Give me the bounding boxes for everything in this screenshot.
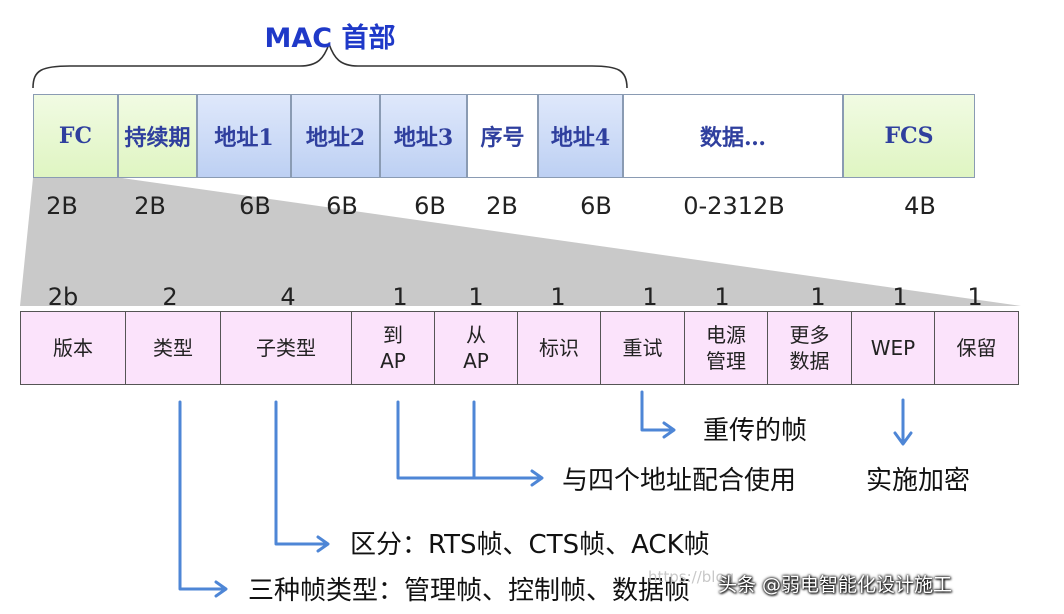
arrowhead-wep: [893, 431, 913, 446]
fc-field-8: 电源管理: [684, 311, 768, 385]
fc-field-size-3: 4: [280, 283, 296, 311]
mac-field-size-3: 6B: [239, 192, 271, 220]
arrow-line-subtype: [274, 400, 328, 546]
watermark: 头条 @弱电智能化设计施工: [718, 574, 953, 596]
mac-field-6: 序号: [467, 94, 538, 178]
mac-field-size-1: 2B: [46, 192, 78, 220]
note-wep: 实施加密: [866, 466, 971, 496]
fc-field-label: 标识: [539, 335, 579, 361]
fc-field-size-7: 1: [642, 283, 658, 311]
fc-field-label-line: 电源: [706, 323, 746, 347]
arrow-line-to-ap: [396, 400, 542, 480]
mac-field-size-5: 6B: [414, 192, 446, 220]
fc-field-size-8: 1: [714, 283, 730, 311]
fc-field-size-5: 1: [468, 283, 484, 311]
fc-field-size-10: 1: [892, 283, 908, 311]
fc-field-label: 类型: [153, 335, 193, 361]
fc-field-11: 保留: [934, 311, 1019, 385]
fc-field-size-9: 1: [810, 283, 826, 311]
mac-header-title: MAC 首部: [264, 23, 396, 54]
fc-field-size-4: 1: [392, 283, 408, 311]
arrowhead-subtype: [316, 535, 330, 553]
arrowhead-retry: [662, 421, 676, 439]
fc-field-label-line: 管理: [706, 349, 746, 373]
fc-field-10: WEP: [851, 311, 935, 385]
fc-field-label-line: 到: [383, 323, 403, 347]
fc-field-size-11: 1: [967, 283, 983, 311]
fc-field-7: 重试: [600, 311, 685, 385]
fc-field-3: 子类型: [220, 311, 352, 385]
fc-field-label: 更多数据: [790, 322, 830, 374]
mac-field-3: 地址1: [197, 94, 291, 178]
fc-field-size-1: 2b: [47, 283, 79, 311]
mac-field-7: 地址4: [538, 94, 623, 178]
fc-field-label-line: 保留: [956, 336, 997, 360]
mac-field-size-7: 6B: [580, 192, 612, 220]
fc-field-1: 版本: [20, 311, 126, 385]
fc-field-6: 标识: [517, 311, 601, 385]
arrow-line-retry: [640, 390, 674, 432]
fc-field-label-line: 更多: [789, 323, 830, 347]
fc-field-size-6: 1: [550, 283, 566, 311]
mac-field-size-6: 2B: [486, 192, 518, 220]
arrow-line-type: [178, 400, 226, 591]
mac-field-9: FCS: [843, 94, 975, 178]
mac-field-size-2: 2B: [134, 192, 166, 220]
mac-field-size-4: 6B: [326, 192, 358, 220]
mac-field-2: 持续期: [118, 94, 197, 178]
fc-field-label-line: 类型: [153, 336, 193, 360]
fc-field-label-line: WEP: [870, 336, 916, 360]
fc-field-label-line: 版本: [53, 336, 93, 360]
fc-field-label-line: AP: [463, 349, 489, 373]
mac-field-5: 地址3: [380, 94, 467, 178]
arrowhead-ap: [530, 469, 544, 487]
watermark-blog: https://blog: [648, 568, 735, 586]
mac-field-4: 地址2: [291, 94, 380, 178]
fc-field-label-line: 重试: [622, 336, 663, 360]
arrowhead-type: [214, 580, 228, 598]
expansion-wedge: [20, 178, 1021, 306]
mac-field-size-8: 0-2312B: [683, 192, 785, 220]
fc-field-size-2: 2: [162, 283, 178, 311]
fc-field-label: 重试: [623, 335, 663, 361]
mac-field-1: FC: [33, 94, 118, 178]
fc-field-label-line: AP: [380, 349, 406, 373]
mac-field-size-9: 4B: [904, 192, 936, 220]
note-ap: 与四个地址配合使用: [562, 466, 797, 496]
fc-field-label: 子类型: [256, 335, 316, 361]
fc-field-label: WEP: [871, 335, 915, 361]
note-subtype: 区分：RTS帧、CTS帧、ACK帧: [350, 530, 710, 560]
fc-field-label: 保留: [957, 335, 997, 361]
mac-header-brace: [32, 41, 628, 89]
fc-field-2: 类型: [125, 311, 221, 385]
fc-field-label: 版本: [53, 335, 93, 361]
fc-field-9: 更多数据: [767, 311, 852, 385]
fc-field-label-line: 数据: [789, 349, 830, 373]
mac-field-8: 数据…: [623, 94, 843, 178]
fc-field-label: 电源管理: [706, 322, 746, 374]
note-type: 三种帧类型：管理帧、控制帧、数据帧: [248, 576, 691, 606]
fc-field-label-line: 标识: [539, 336, 579, 360]
note-retry: 重传的帧: [703, 416, 808, 446]
fc-field-label-line: 子类型: [256, 336, 316, 360]
fc-field-label-line: 从: [466, 323, 486, 347]
